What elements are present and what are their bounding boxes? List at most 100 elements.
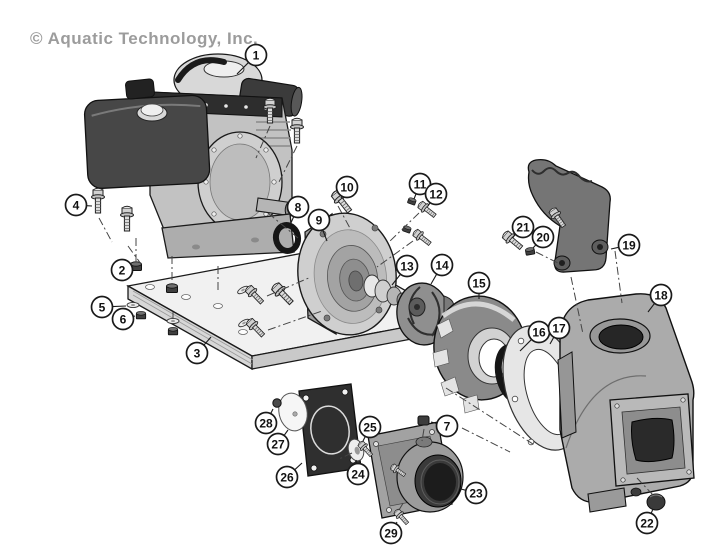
callout-label: 18 bbox=[654, 289, 668, 303]
callout-leader bbox=[413, 193, 417, 200]
callout-label: 10 bbox=[340, 181, 354, 195]
callout-label: 17 bbox=[552, 322, 566, 336]
callout-leader bbox=[610, 246, 619, 250]
callout-leader bbox=[236, 62, 249, 75]
callout-circle bbox=[635, 511, 659, 535]
callout-circle bbox=[346, 462, 370, 486]
callout-circle bbox=[335, 175, 359, 199]
callout-label: 29 bbox=[384, 527, 398, 541]
engine-assembly bbox=[83, 53, 303, 259]
callout-leader bbox=[322, 229, 328, 242]
callout-9: 9 bbox=[307, 208, 331, 242]
callout-13: 13 bbox=[391, 254, 419, 286]
callout-leader bbox=[270, 408, 274, 414]
callout-label: 19 bbox=[622, 239, 636, 253]
recoil-rope-handle bbox=[175, 57, 227, 83]
callout-label: 12 bbox=[429, 188, 443, 202]
callout-23: 23 bbox=[460, 481, 488, 505]
callout-label: 3 bbox=[194, 347, 201, 361]
cover-bolt-dots bbox=[203, 133, 277, 231]
callout-26: 26 bbox=[275, 462, 303, 489]
callout-label: 25 bbox=[363, 421, 377, 435]
callout-circle bbox=[531, 225, 555, 249]
callout-circle bbox=[244, 43, 268, 67]
callout-19: 19 bbox=[610, 233, 641, 257]
callout-leader bbox=[203, 336, 212, 346]
callout-label: 16 bbox=[532, 326, 546, 340]
callout-label: 24 bbox=[351, 468, 365, 482]
callout-leader bbox=[430, 421, 437, 424]
callout-label: 11 bbox=[414, 178, 427, 192]
callout-label: 23 bbox=[469, 487, 483, 501]
callout-leader bbox=[294, 462, 303, 471]
callout-leader bbox=[289, 216, 295, 226]
callout-1: 1 bbox=[236, 43, 268, 75]
callout-circle bbox=[275, 465, 299, 489]
callout-18: 18 bbox=[647, 283, 673, 313]
callout-label: 13 bbox=[400, 260, 414, 274]
callout-17: 17 bbox=[547, 316, 571, 345]
callout-circle bbox=[111, 307, 135, 331]
air-cleaner bbox=[125, 78, 155, 100]
callout-leader bbox=[362, 436, 366, 442]
handle-bracket bbox=[527, 158, 611, 273]
callout-27: 27 bbox=[266, 429, 290, 456]
callout-5: 5 bbox=[90, 295, 127, 319]
callout-8: 8 bbox=[286, 195, 310, 226]
flapper-disc-27 bbox=[278, 392, 308, 432]
callout-circle bbox=[395, 254, 419, 278]
callout-leader bbox=[647, 303, 656, 313]
top-port-hole bbox=[598, 324, 644, 350]
callout-4: 4 bbox=[64, 193, 93, 217]
callout-circle bbox=[286, 195, 310, 219]
housing-foot bbox=[587, 487, 627, 513]
seal-plate-flange bbox=[272, 212, 397, 336]
watermark-text: © Aquatic Technology, Inc. bbox=[30, 29, 258, 48]
callout-label: 6 bbox=[120, 313, 127, 327]
pump-housing bbox=[557, 293, 695, 513]
callout-leader bbox=[112, 305, 127, 308]
callout-29: 29 bbox=[379, 521, 403, 545]
callout-circle bbox=[617, 233, 641, 257]
discharge-flange bbox=[609, 393, 695, 487]
callout-3: 3 bbox=[185, 336, 212, 365]
callout-16: 16 bbox=[519, 320, 551, 352]
callout-label: 5 bbox=[99, 301, 106, 315]
callout-leader bbox=[519, 339, 532, 352]
callout-label: 8 bbox=[295, 201, 302, 215]
callout-label: 7 bbox=[444, 420, 451, 434]
callout-label: 22 bbox=[640, 517, 654, 531]
callout-circle bbox=[90, 295, 114, 319]
suction-flange bbox=[367, 415, 464, 519]
diffuser-vanes bbox=[432, 318, 480, 414]
callout-label: 26 bbox=[280, 471, 294, 485]
plate-holes bbox=[145, 284, 248, 335]
valve-cover-plate bbox=[272, 383, 362, 477]
callout-7: 7 bbox=[430, 414, 459, 438]
callout-label: 15 bbox=[472, 277, 486, 291]
callout-label: 14 bbox=[435, 259, 449, 273]
callout-circle bbox=[511, 215, 535, 239]
fastener-28 bbox=[272, 398, 282, 408]
callout-circle bbox=[185, 341, 209, 365]
callout-label: 2 bbox=[119, 264, 126, 278]
callout-28: 28 bbox=[254, 408, 278, 435]
drain-plug-22 bbox=[646, 493, 666, 511]
callout-label: 1 bbox=[253, 49, 260, 63]
callout-circle bbox=[358, 415, 382, 439]
callout-11: 11 bbox=[408, 172, 432, 200]
callout-circle bbox=[110, 258, 134, 282]
o-ring-8 bbox=[272, 222, 302, 254]
callout-circle bbox=[408, 172, 432, 196]
callout-20: 20 bbox=[531, 225, 555, 249]
callout-12: 12 bbox=[424, 182, 448, 207]
callout-circle bbox=[307, 208, 331, 232]
alignment-lines bbox=[98, 125, 654, 511]
callout-leader bbox=[283, 429, 289, 436]
callout-label: 21 bbox=[516, 221, 530, 235]
callout-circle bbox=[467, 271, 491, 295]
callout-22: 22 bbox=[635, 508, 659, 535]
